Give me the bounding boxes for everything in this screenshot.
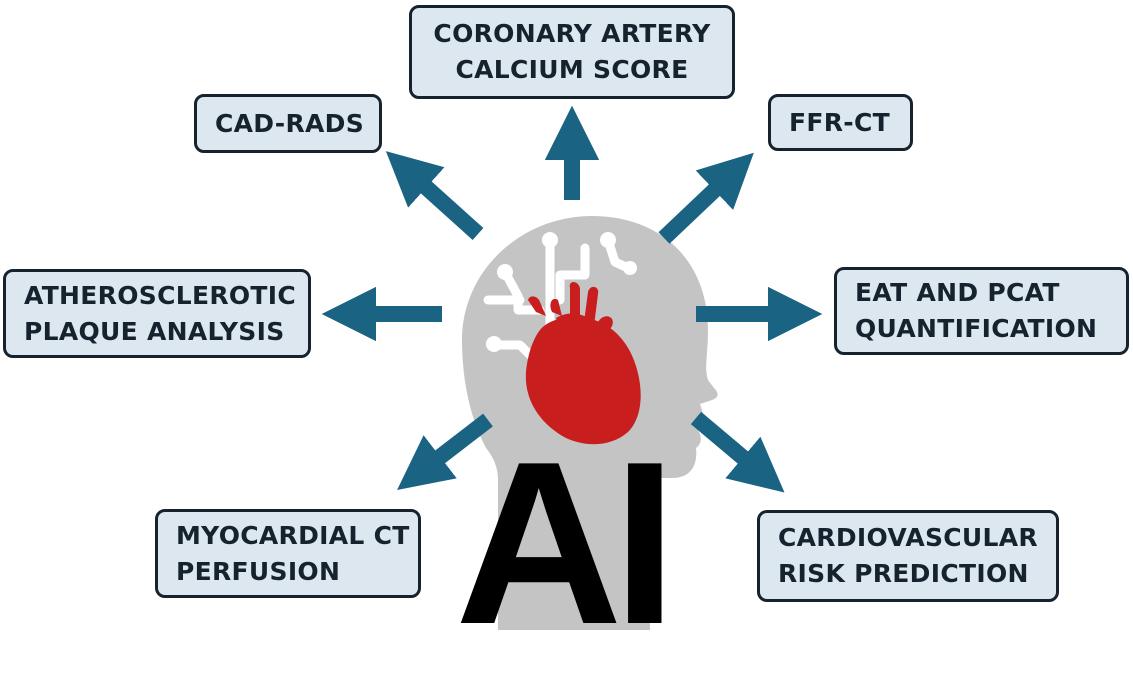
node-ffr-ct-line1: FFR-CT bbox=[789, 107, 890, 137]
arrows bbox=[321, 105, 823, 493]
node-cac-line2: CALCIUM SCORE bbox=[455, 55, 689, 84]
node-risk-line1: CARDIOVASCULAR bbox=[778, 523, 1038, 552]
node-cac-line1: CORONARY ARTERY bbox=[433, 19, 711, 48]
node-cad-rads: CAD-RADS bbox=[194, 94, 382, 153]
node-cardiovascular-risk-prediction: CARDIOVASCULAR RISK PREDICTION bbox=[757, 510, 1059, 602]
arrow-to-ffr-ct bbox=[658, 152, 754, 244]
node-eat-line1: EAT AND PCAT bbox=[855, 278, 1060, 307]
node-plaque-line2: PLAQUE ANALYSIS bbox=[24, 316, 285, 346]
node-perfusion-line1: MYOCARDIAL CT bbox=[176, 520, 410, 550]
ai-label: AI bbox=[455, 414, 677, 673]
node-eat-pcat-quantification: EAT AND PCAT QUANTIFICATION bbox=[834, 267, 1129, 355]
node-risk-line2: RISK PREDICTION bbox=[778, 559, 1029, 588]
arrow-to-risk bbox=[690, 411, 785, 493]
diagram-art bbox=[321, 105, 823, 630]
node-plaque-line1: ATHEROSCLEROTIC bbox=[24, 280, 297, 310]
node-eat-line2: QUANTIFICATION bbox=[855, 314, 1098, 343]
node-atherosclerotic-plaque-analysis: ATHEROSCLEROTIC PLAQUE ANALYSIS bbox=[3, 269, 311, 358]
arrow-to-perfusion bbox=[397, 413, 493, 490]
node-ffr-ct: FFR-CT bbox=[768, 94, 913, 151]
node-coronary-artery-calcium-score: CORONARY ARTERY CALCIUM SCORE bbox=[409, 5, 735, 99]
node-perfusion-line2: PERFUSION bbox=[176, 556, 341, 586]
heart-icon bbox=[525, 282, 641, 445]
arrow-to-cad-rads bbox=[385, 151, 484, 240]
node-cad-rads-line1: CAD-RADS bbox=[215, 108, 365, 138]
node-myocardial-ct-perfusion: MYOCARDIAL CT PERFUSION bbox=[155, 509, 421, 598]
